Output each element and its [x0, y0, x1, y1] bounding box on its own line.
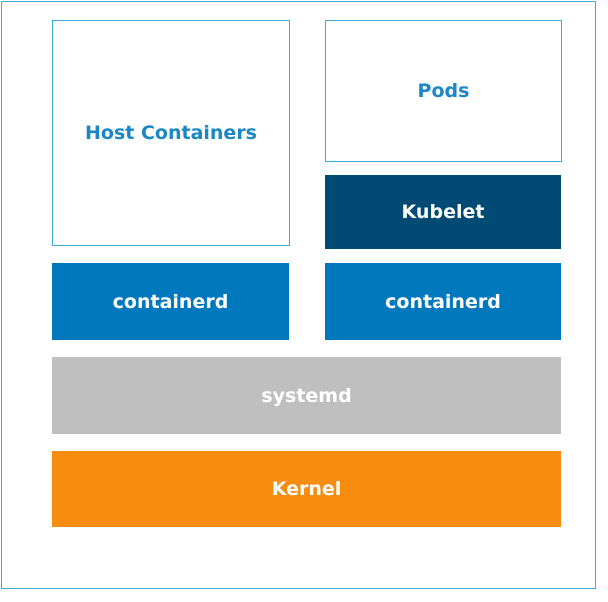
- kubelet-box: Kubelet: [325, 175, 561, 249]
- containerd-pods-label: containerd: [385, 290, 501, 313]
- pods-label: Pods: [417, 80, 470, 102]
- containerd-pods-box: containerd: [325, 263, 561, 340]
- containerd-host-label: containerd: [112, 290, 229, 313]
- host-containers-label: Host Containers: [85, 122, 257, 144]
- systemd-label: systemd: [261, 384, 352, 407]
- pods-box: Pods: [325, 20, 562, 162]
- kernel-box: Kernel: [52, 451, 561, 527]
- kernel-label: Kernel: [271, 478, 342, 500]
- containerd-host-box: containerd: [52, 263, 289, 340]
- kubelet-label: Kubelet: [401, 201, 485, 223]
- systemd-box: systemd: [52, 357, 561, 434]
- host-containers-box: Host Containers: [52, 20, 290, 246]
